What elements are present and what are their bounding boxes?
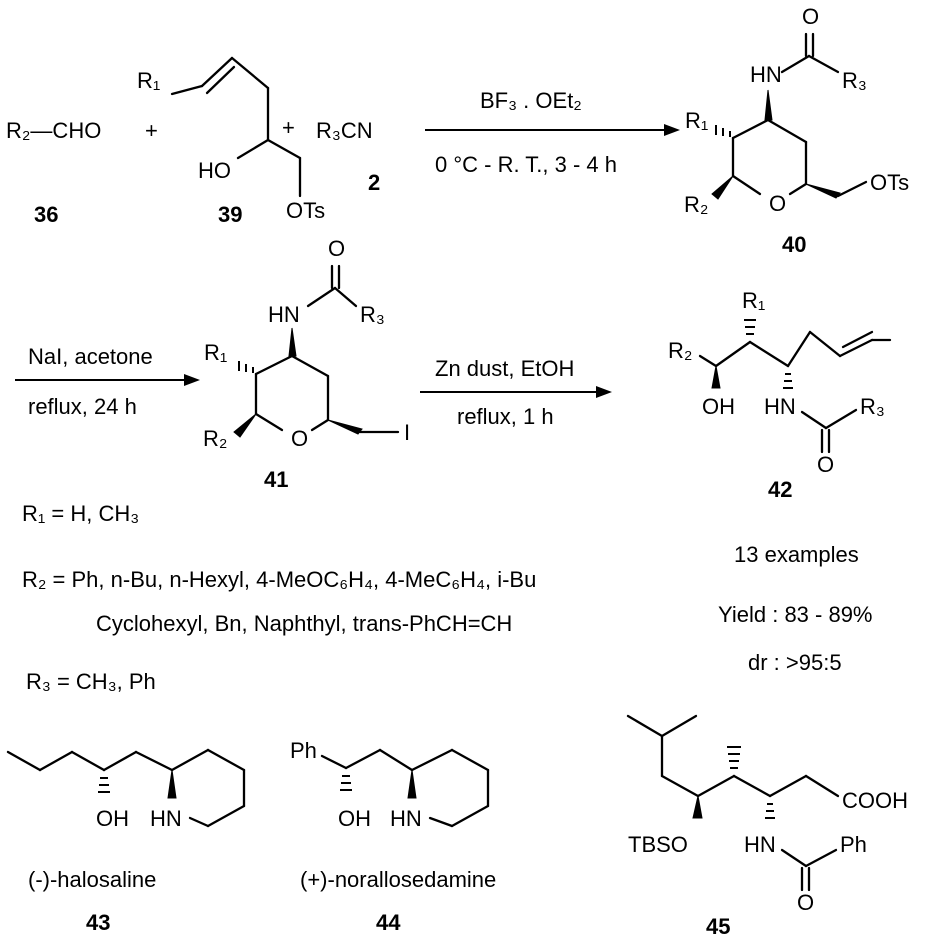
step3-conditions-top: Zn dust, EtOH — [435, 356, 574, 381]
compound-41-carbonyl-o: O — [328, 236, 345, 261]
compound-40-wedge-ch2 — [805, 183, 841, 199]
reagent-2: R₃CN 2 — [316, 118, 380, 195]
compound-40-wedge-r2 — [711, 175, 734, 200]
compound-40-r1: R₁ — [685, 108, 708, 133]
step1-conditions-bottom: 0 °C - R. T., 3 - 4 h — [435, 152, 617, 177]
compound-40-ring-o: O — [769, 191, 786, 216]
compound-41-wedge-ch2 — [327, 419, 363, 435]
step2-conditions-bottom: reflux, 24 h — [28, 394, 137, 419]
compound-39-ho: HO — [198, 158, 231, 183]
r1-definition: R₁ = H, CH₃ — [22, 501, 139, 526]
compound-41-wedge-nh — [288, 327, 297, 357]
compound-40-r2: R₂ — [684, 192, 708, 217]
compound-44-ph: Ph — [290, 738, 317, 763]
label-43: 43 — [86, 910, 110, 935]
compound-39: R₁ HO OTs 39 — [137, 56, 325, 227]
compound-43-name: (-)-halosaline — [28, 867, 156, 892]
yield-range: Yield : 83 - 89% — [718, 602, 873, 627]
compound-43-oh: OH — [96, 806, 129, 831]
r2-definition-line1: R₂ = Ph, n-Bu, n-Hexyl, 4-MeOC₆H₄, 4-MeC… — [22, 567, 536, 592]
compound-44-hn: HN — [390, 806, 422, 831]
step3-conditions-bottom: reflux, 1 h — [457, 404, 554, 429]
compound-42-oh: OH — [702, 394, 735, 419]
compound-43-hn: HN — [150, 806, 182, 831]
examples-count: 13 examples — [734, 542, 859, 567]
compound-43: OH HN (-)-halosaline 43 — [6, 748, 246, 935]
plus-sign-1: + — [145, 118, 158, 143]
label-42: 42 — [768, 477, 792, 502]
compound-40-r3: R₃ — [842, 68, 867, 93]
compound-43-wedge — [167, 769, 177, 799]
compound-39-ots: OTs — [286, 198, 325, 223]
compound-44-name: (+)-norallosedamine — [300, 867, 496, 892]
step1-conditions-top: BF₃ . OEt₂ — [480, 88, 582, 113]
compound-45-carbonyl-o: O — [797, 890, 814, 915]
compound-45-hn: HN — [744, 832, 776, 857]
compound-40-wedge-nh — [764, 89, 773, 121]
compound-40-ots: OTs — [870, 170, 909, 195]
r3-definition: R₃ = CH₃, Ph — [26, 669, 156, 694]
compound-41-wedge-r2 — [233, 413, 257, 438]
label-45: 45 — [706, 914, 730, 937]
label-36: 36 — [34, 202, 58, 227]
compound-40-hn: HN — [750, 62, 782, 87]
compound-44-oh: OH — [338, 806, 371, 831]
label-40: 40 — [782, 232, 806, 257]
compound-41-r2: R₂ — [203, 426, 227, 451]
compound-42-r3: R₃ — [860, 394, 885, 419]
label-44: 44 — [376, 910, 401, 935]
compound-45-ph: Ph — [840, 832, 867, 857]
plus-sign-2: + — [282, 115, 295, 140]
reagent-2-formula: R₃CN — [316, 118, 373, 143]
results-summary: 13 examples Yield : 83 - 89% dr : >95:5 — [718, 542, 873, 675]
compound-40-carbonyl-o: O — [802, 4, 819, 29]
reaction-arrow-3: Zn dust, EtOH reflux, 1 h — [420, 356, 612, 429]
label-2: 2 — [368, 170, 380, 195]
compound-41-hn: HN — [268, 302, 300, 327]
compound-40: O HN R₃ O R₁ R₂ OTs 40 — [684, 4, 909, 257]
compound-42-carbonyl-o: O — [817, 452, 834, 477]
reagent-36-formula: R₂—CHO — [6, 118, 101, 143]
compound-41-r3: R₃ — [360, 302, 385, 327]
substituent-definitions: R₁ = H, CH₃ R₂ = Ph, n-Bu, n-Hexyl, 4-Me… — [22, 501, 536, 694]
compound-44: Ph OH HN (+)-norallosedamine 44 — [290, 738, 496, 935]
step2-conditions-top: NaI, acetone — [28, 344, 153, 369]
compound-42: R₂ R₁ OH HN R₃ O 42 — [668, 288, 892, 502]
compound-45-wedge — [692, 795, 703, 819]
label-39: 39 — [218, 202, 242, 227]
reaction-arrow-1: BF₃ . OEt₂ 0 °C - R. T., 3 - 4 h — [425, 88, 680, 177]
compound-41-iodo: I — [404, 420, 410, 445]
compound-42-hn: HN — [764, 394, 796, 419]
compound-39-r1: R₁ — [137, 68, 160, 93]
compound-42-r1: R₁ — [742, 288, 765, 313]
reaction-arrow-2: NaI, acetone reflux, 24 h — [15, 344, 200, 419]
compound-45: COOH TBSO HN Ph O 45 — [626, 714, 908, 937]
compound-42-r2: R₂ — [668, 338, 692, 363]
compound-45-cooh: COOH — [842, 788, 908, 813]
compound-41-ring-o: O — [291, 426, 308, 451]
compound-41-r1: R₁ — [204, 340, 227, 365]
label-41: 41 — [264, 467, 288, 492]
compound-44-wedge — [407, 769, 417, 799]
reagent-36: R₂—CHO 36 — [6, 118, 101, 227]
compound-45-tbso: TBSO — [628, 832, 688, 857]
diastereomeric-ratio: dr : >95:5 — [748, 650, 842, 675]
compound-41: O HN R₃ O R₁ R₂ I 41 — [203, 236, 410, 492]
r2-definition-line2: Cyclohexyl, Bn, Naphthyl, trans-PhCH=CH — [96, 611, 512, 636]
compound-42-wedge-oh — [711, 365, 721, 389]
